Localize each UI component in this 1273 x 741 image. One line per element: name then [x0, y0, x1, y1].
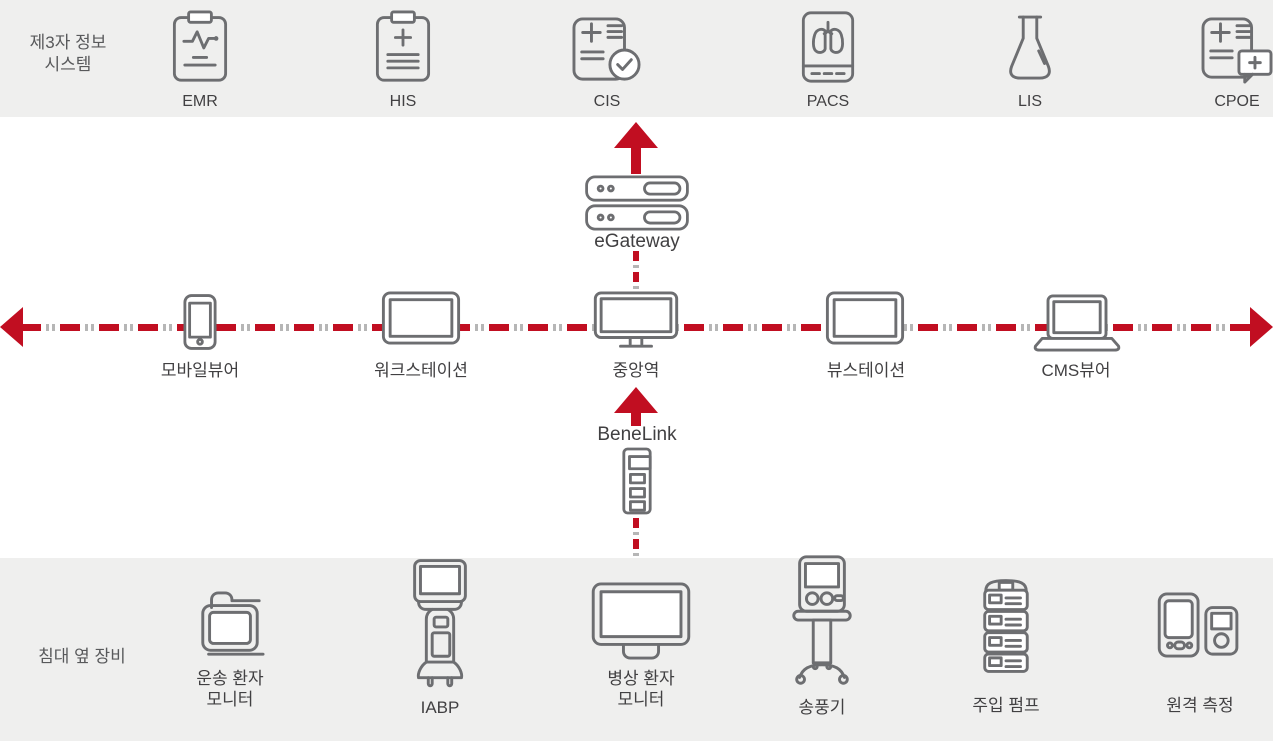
- his-clipboard-plus-icon: [375, 10, 431, 82]
- system-item-cpoe: CPOE: [1172, 6, 1273, 112]
- cpoe-icon-box: [1200, 6, 1273, 84]
- bedside-label-ventilator: 송풍기: [798, 698, 846, 717]
- third-party-label-line1: 제3자 정보: [29, 33, 107, 52]
- system-label-cis: CIS: [593, 93, 621, 110]
- emr-icon-box: [169, 6, 231, 84]
- network-label-mobile-viewer: 모바일뷰어: [160, 361, 240, 380]
- egateway-up-arrow-stem: [631, 146, 641, 174]
- emr-clipboard-waveform-icon: [172, 10, 228, 82]
- pacs-icon-box: [800, 6, 856, 84]
- infusion-pump-stack-icon: [983, 579, 1029, 673]
- benelink-bedside-connector: [633, 518, 639, 558]
- network-label-cms-viewer: CMS뷰어: [1041, 361, 1111, 380]
- network-label-central-station: 중앙역: [612, 361, 660, 380]
- tablet-icon: [381, 291, 461, 345]
- system-item-pacs: PACS: [763, 6, 893, 112]
- bedside-label-transport-monitor: 운송 환자 모니터: [196, 669, 264, 710]
- cis-icon-box: [571, 6, 643, 84]
- egateway-label: eGateway: [594, 231, 680, 252]
- bus-right-arrowhead: [1250, 307, 1273, 347]
- bedside-label-telemetry: 원격 측정: [1166, 696, 1234, 715]
- system-item-cis: CIS: [542, 6, 672, 112]
- egateway-up-arrowhead: [614, 122, 658, 148]
- system-label-lis: LIS: [1017, 93, 1042, 110]
- egateway-central-connector: [633, 251, 639, 293]
- iabp-cart-icon: [413, 559, 467, 688]
- third-party-systems-band: 제3자 정보 시스템 EMR: [0, 0, 1273, 117]
- his-icon-box: [372, 6, 434, 84]
- smartphone-icon: [183, 294, 217, 350]
- bus-left-arrowhead: [0, 307, 23, 347]
- desktop-monitor-icon: [593, 291, 679, 348]
- benelink-label: BeneLink: [597, 424, 677, 445]
- system-label-pacs: PACS: [806, 93, 850, 110]
- pacs-lungs-viewer-icon: [801, 11, 855, 83]
- network-label-view-station: 뷰스테이션: [826, 361, 906, 380]
- benelink-module-icon: [622, 447, 652, 515]
- benelink-up-arrow-stem: [631, 411, 641, 426]
- ventilator-icon: [792, 555, 852, 685]
- system-label-his: HIS: [389, 93, 417, 110]
- telemetry-devices-icon: [1157, 592, 1239, 658]
- network-label-workstation: 워크스테이션: [374, 361, 468, 380]
- system-label-emr: EMR: [182, 93, 218, 110]
- lis-icon-box: [999, 6, 1061, 84]
- system-item-lis: LIS: [965, 6, 1095, 112]
- third-party-systems-label: 제3자 정보 시스템: [8, 32, 128, 76]
- cis-document-check-icon: [572, 17, 641, 81]
- benelink-up-arrowhead: [614, 387, 658, 413]
- lis-flask-icon: [1009, 15, 1051, 80]
- laptop-icon: [1033, 294, 1121, 352]
- system-label-cpoe: CPOE: [1214, 93, 1260, 110]
- bedside-label-bedside-monitor: 병상 환자 모니터: [607, 669, 675, 710]
- bedside-label-infusion-pump: 주입 펌프: [972, 696, 1040, 715]
- cpoe-order-bubble-icon: [1201, 17, 1273, 84]
- egateway-server-icon: [585, 175, 689, 231]
- system-item-emr: EMR: [135, 6, 265, 112]
- third-party-label-line2: 시스템: [44, 55, 92, 75]
- tablet-icon: [825, 291, 905, 345]
- transport-patient-monitor-icon: [201, 591, 265, 656]
- bedside-equipment-label: 침대 옆 장비: [38, 647, 126, 666]
- bedside-label-iabp: IABP: [420, 698, 460, 717]
- system-item-his: HIS: [338, 6, 468, 112]
- bedside-patient-monitor-icon: [591, 582, 691, 660]
